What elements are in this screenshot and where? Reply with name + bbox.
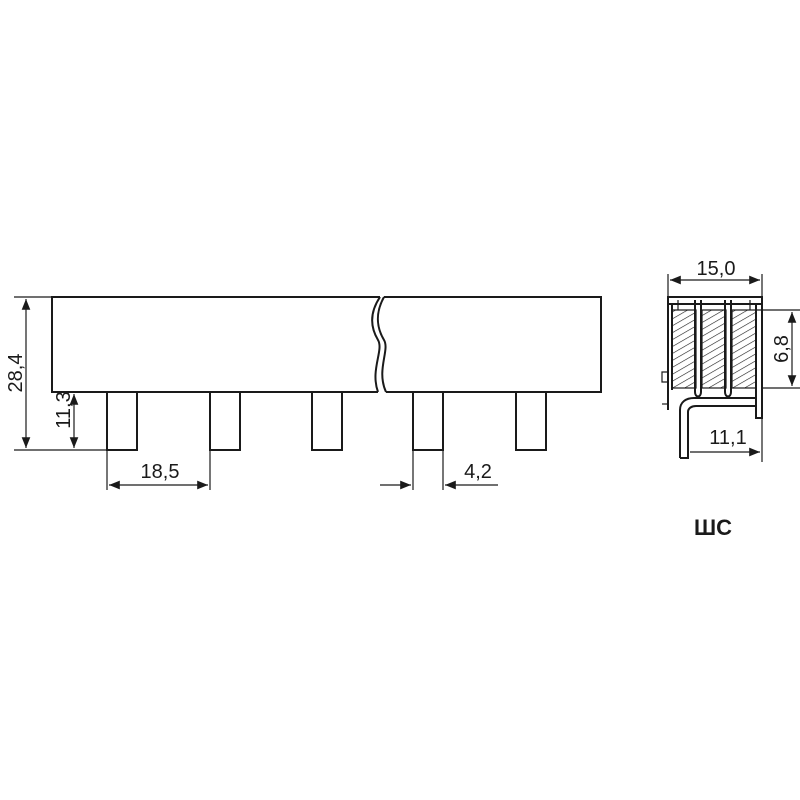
pin-3 xyxy=(311,391,343,451)
conductor-2 xyxy=(724,300,732,398)
dim-section-height: 6,8 xyxy=(771,335,793,363)
dim-pin-pitch: 18,5 xyxy=(141,461,180,483)
dim-overall-height: 28,4 xyxy=(5,354,27,393)
conductor-1 xyxy=(694,300,702,398)
dim-pin-width: 4,2 xyxy=(464,461,492,483)
insulation-block-3 xyxy=(731,309,757,389)
dim-section-lower-width: 11,1 xyxy=(709,427,746,449)
section-housing xyxy=(667,296,763,419)
front-dimensions: 28,4 11,3 18,5 4,2 xyxy=(5,296,498,490)
busbar-body-left xyxy=(51,296,380,393)
busbar-front-view xyxy=(51,296,602,451)
pin-2 xyxy=(209,391,241,451)
dim-section-width: 15,0 xyxy=(697,258,736,280)
pin-1 xyxy=(106,391,138,451)
cross-section-view xyxy=(661,296,763,459)
product-label: ШС xyxy=(694,515,732,540)
section-dimensions: 15,0 6,8 11,1 xyxy=(667,258,800,462)
break-line-right xyxy=(377,296,387,393)
insulation-block-1 xyxy=(671,309,697,389)
pin-5 xyxy=(515,391,547,451)
busbar-body-right xyxy=(384,296,602,393)
dim-pin-length: 11,3 xyxy=(53,391,75,428)
pin-4 xyxy=(412,391,444,451)
break-line-left xyxy=(371,296,381,393)
insulation-block-2 xyxy=(701,309,727,389)
section-pin xyxy=(679,397,756,459)
